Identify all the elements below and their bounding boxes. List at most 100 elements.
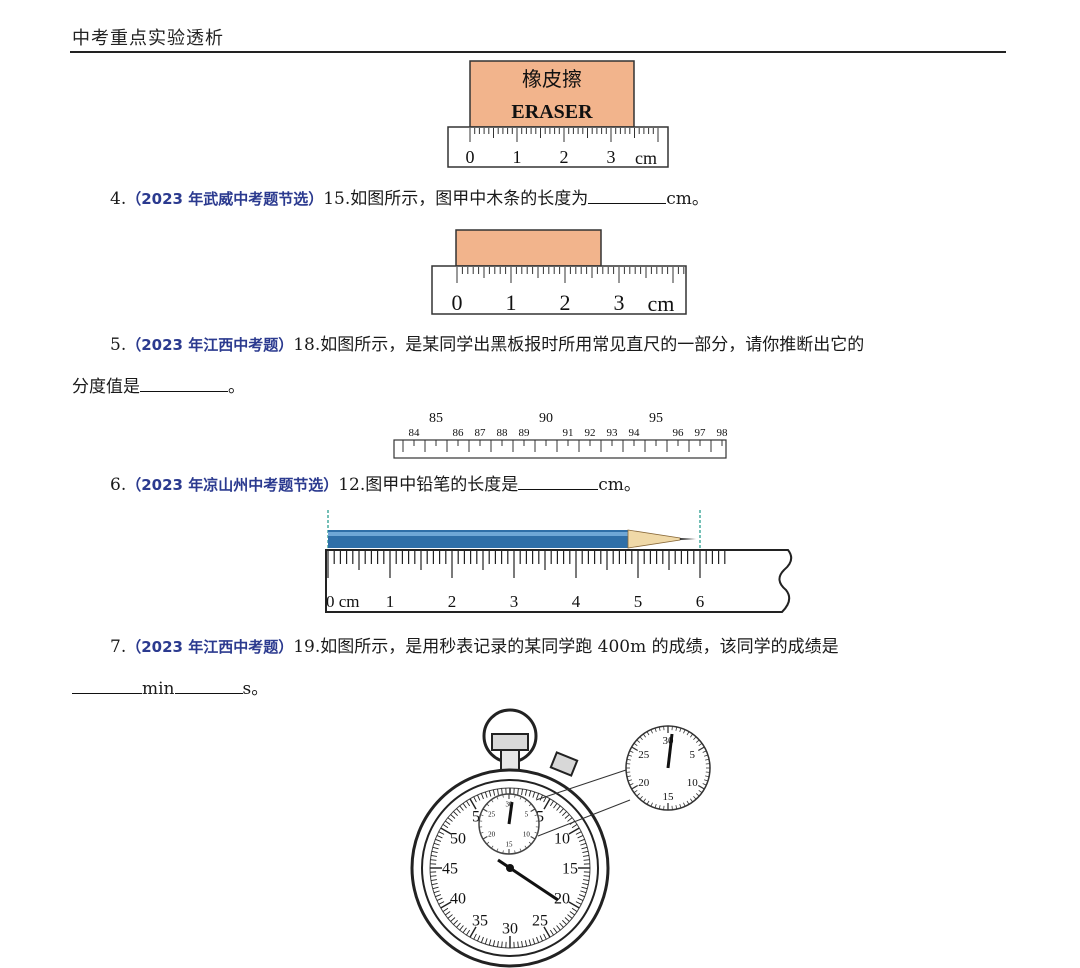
dial-tick: [442, 907, 449, 912]
dial-tick: [530, 808, 536, 812]
pencil-ruler-figure: 0 cm 1 2 3 4 5 6: [325, 510, 793, 613]
dial-tick: [639, 795, 643, 800]
dial-tick: [575, 901, 582, 905]
dial-tick: [626, 775, 631, 778]
dial-tick: [469, 798, 477, 810]
question-7: 7.（2023 年江西中考题）19.如图所示，是用秒表记录的某同学跑 400m …: [110, 632, 839, 662]
q5-end: 。: [228, 377, 245, 397]
dial-tick: [564, 917, 570, 922]
dial-tick: [497, 788, 499, 795]
zoom-ticks: [626, 726, 710, 810]
dial-tick: [627, 754, 632, 757]
stopwatch-crown: [491, 733, 529, 751]
q7-seconds-blank[interactable]: [174, 675, 243, 694]
ruler-label-3: 3: [614, 290, 625, 315]
dial-tick: [539, 794, 543, 801]
q6-source: （2023 年凉山州中考题节选）: [126, 476, 339, 494]
q4-unit: cm。: [666, 189, 709, 209]
q7-number: 7.: [110, 637, 127, 657]
dial-tick: [577, 897, 584, 901]
ruler-ticks: [402, 440, 723, 452]
dial-tick: [514, 794, 516, 798]
dial-tick: [482, 808, 488, 812]
dial-tick: [698, 790, 703, 794]
eraser-label-en: ERASER: [511, 101, 593, 123]
ruler-label-6: 6: [696, 592, 705, 611]
dial-tick: [438, 831, 445, 835]
dial-tick: [477, 794, 481, 801]
q4-answer-blank[interactable]: [588, 185, 667, 204]
dial-tick: [431, 850, 438, 854]
dial-tick: [524, 789, 528, 796]
ruler-label-5: 5: [634, 592, 643, 611]
dial-tick: [459, 805, 464, 811]
ruler-label-2: 2: [560, 290, 571, 315]
q7-minutes-blank[interactable]: [72, 675, 142, 694]
q6-answer-blank[interactable]: [518, 471, 599, 490]
dial-tick: [435, 838, 442, 842]
dial-tick: [654, 727, 657, 732]
dial-tick: [704, 754, 709, 757]
dial-tick: [430, 855, 437, 857]
dial-label: 30: [506, 800, 514, 808]
dial-tick: [690, 798, 694, 803]
dial-label: 5: [689, 749, 695, 761]
ruler-label-1: 1: [513, 147, 522, 167]
dial-label: 5: [536, 809, 544, 826]
dial-tick: [491, 799, 494, 803]
dial-tick: [496, 796, 499, 800]
q5-text-line2: 分度值是: [72, 377, 140, 397]
dial-tick: [686, 731, 690, 736]
wood-strip: [455, 229, 602, 267]
dial-tick: [581, 846, 588, 850]
dial-tick: [521, 941, 523, 948]
dial-tick: [430, 875, 437, 877]
dial-tick: [432, 846, 439, 850]
dial-tick: [431, 882, 438, 886]
dial-tick: [543, 933, 547, 940]
dial-tick: [581, 886, 588, 890]
ruler-minor-label: 98: [717, 427, 729, 439]
q4-source: （2023 年武威中考题节选）: [126, 190, 324, 208]
ruler-unit: cm: [648, 291, 675, 316]
dial-label: 30: [663, 735, 675, 747]
dial-tick: [519, 848, 522, 852]
dial-tick: [695, 739, 700, 743]
header-rule: [70, 51, 1006, 53]
dial-tick: [435, 894, 442, 898]
dial-tick: [693, 736, 697, 741]
minute-subdial-hand: [507, 801, 514, 825]
ruler-minor-label: 93: [607, 427, 619, 439]
dial-tick: [642, 798, 646, 803]
dial-tick: [631, 784, 639, 790]
dial-tick: [524, 799, 527, 803]
q6-text: 12.图甲中铅笔的长度是: [338, 475, 519, 495]
dial-tick: [532, 938, 536, 945]
dial-tick: [627, 779, 632, 782]
q5-answer-blank[interactable]: [140, 373, 228, 392]
dial-tick: [502, 794, 504, 798]
q5-text-line1: 18.如图所示，是某同学出黑板报时所用常见直尺的一部分，请你推断出它的: [293, 335, 865, 355]
dial-label: 10: [687, 777, 699, 789]
dial-label: 25: [638, 749, 650, 761]
dial-tick: [447, 914, 453, 919]
dial-tick: [536, 793, 540, 800]
dial-tick: [658, 805, 661, 810]
ruler-minor-label: 89: [519, 427, 531, 439]
dial-tick: [480, 793, 484, 800]
dial-tick: [571, 907, 578, 912]
dial-tick: [575, 831, 582, 835]
dial-tick: [450, 917, 456, 922]
dial-tick: [497, 941, 499, 948]
ruler-label-0: 0 cm: [326, 592, 360, 611]
ruler-minor-label: 84: [409, 427, 421, 439]
ruler-minor-label: 91: [563, 427, 574, 439]
ruler-label-0: 0: [452, 290, 463, 315]
dial-label: 10: [523, 830, 531, 838]
dial-tick: [438, 901, 445, 905]
ruler-ticks: [456, 267, 685, 283]
dial-tick: [514, 850, 516, 854]
ruler-minor-label: 96: [673, 427, 685, 439]
